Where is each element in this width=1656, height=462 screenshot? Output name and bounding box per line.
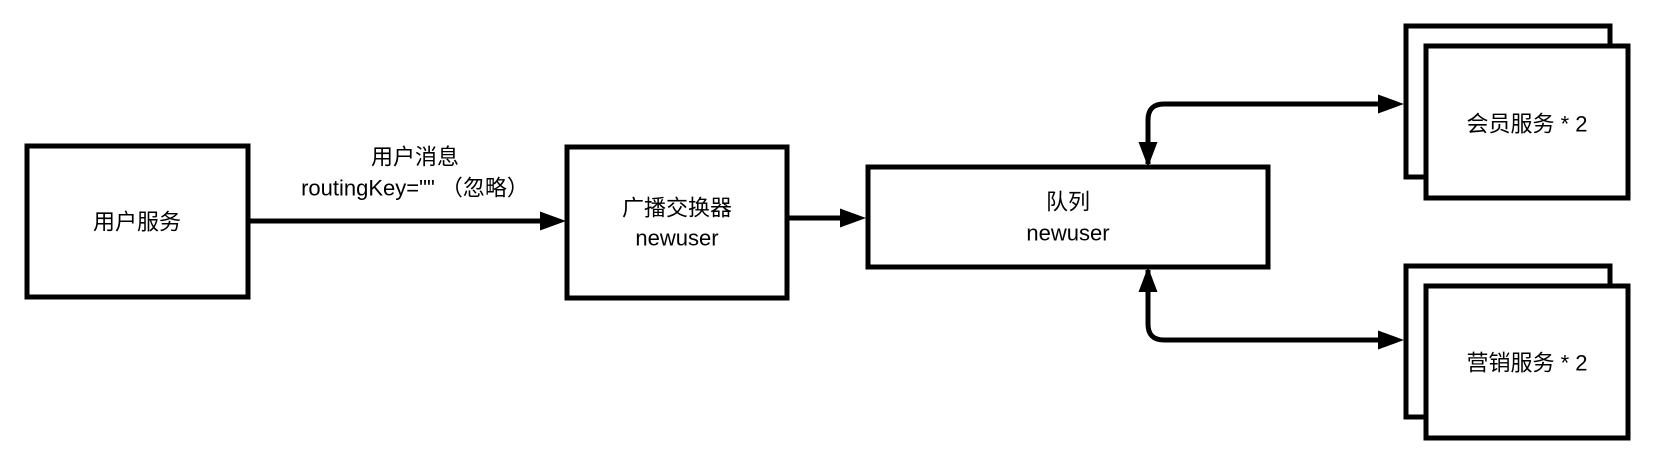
marketing-service-box-front	[1423, 283, 1631, 441]
edge-label-routing-key-line2: routingKey="" （忽略）	[301, 176, 529, 201]
queue-label-line2: newuser	[1026, 221, 1109, 246]
edge-queue-member-line	[1145, 101, 1381, 164]
member-service-label: 会员服务 * 2	[1466, 112, 1587, 137]
broadcast-exchange-box	[564, 144, 790, 301]
edge-label-user-message-line1: 用户消息	[371, 145, 459, 170]
user-service-label: 用户服务	[93, 210, 181, 235]
arrowhead-into-marketing-service	[1378, 330, 1404, 350]
node-queue: 队列 newuser	[865, 164, 1271, 270]
queue-label-line1: 队列	[1046, 190, 1090, 215]
member-service-box-front	[1423, 43, 1631, 201]
edge-exchange-to-queue	[787, 208, 866, 228]
node-broadcast-exchange: 广播交换器 newuser	[564, 144, 790, 301]
edge-queue-marketing-line	[1145, 270, 1381, 343]
edge-user-to-exchange: 用户消息 routingKey="" （忽略）	[248, 145, 566, 231]
node-marketing-service: 营销服务 * 2	[1403, 263, 1631, 441]
user-service-box	[24, 143, 251, 300]
arrowhead-up-into-queue-bottom	[1138, 267, 1158, 292]
edge-queue-to-marketing-service	[1138, 267, 1404, 350]
queue-box	[865, 164, 1271, 270]
arrowhead-down-into-queue-top	[1138, 142, 1158, 167]
node-member-service: 会员服务 * 2	[1403, 23, 1631, 201]
edge-queue-to-member-service	[1138, 94, 1404, 167]
node-user-service: 用户服务	[24, 143, 251, 300]
broadcast-exchange-label-line2: newuser	[635, 226, 718, 251]
broadcast-exchange-label-line1: 广播交换器	[622, 196, 732, 221]
arrowhead-into-queue	[840, 208, 866, 228]
arrowhead-into-member-service	[1378, 94, 1404, 114]
arrowhead-into-exchange	[540, 211, 566, 231]
marketing-service-label: 营销服务 * 2	[1466, 351, 1587, 376]
